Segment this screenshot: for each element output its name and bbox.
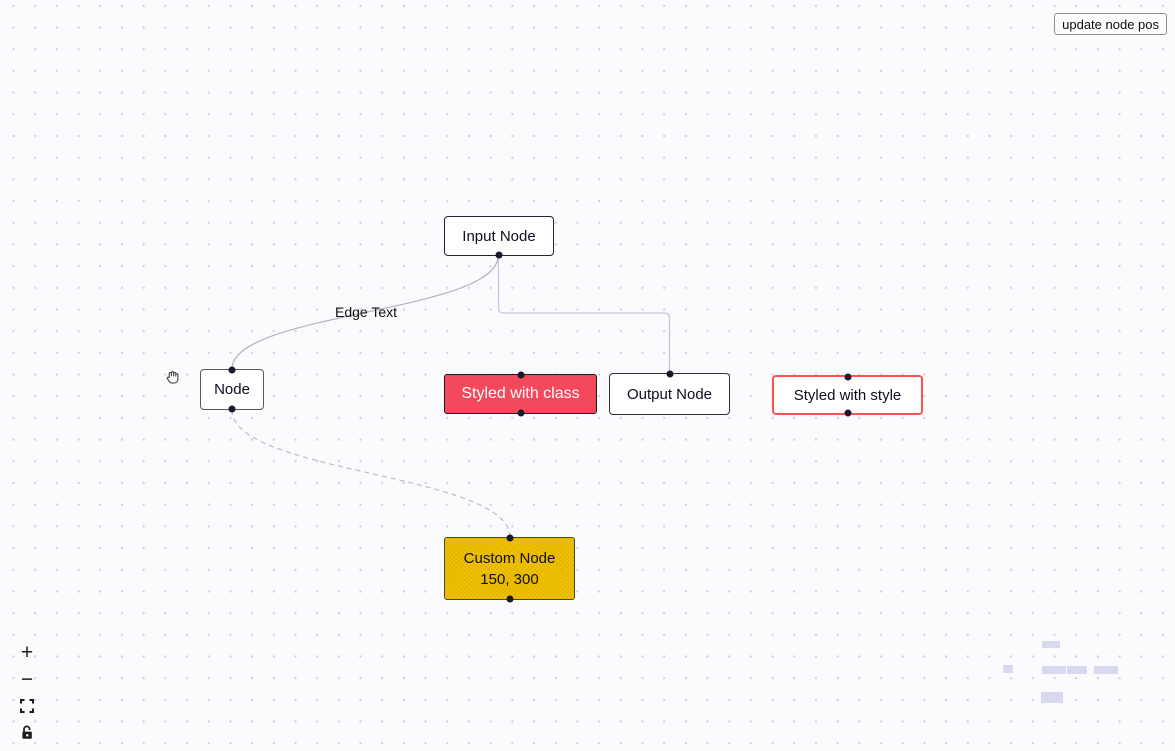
node-default-label: Node <box>214 381 250 398</box>
node-custom[interactable]: Custom Node 150, 300 <box>444 534 575 603</box>
node-output-label: Output Node <box>626 385 713 403</box>
node-input[interactable]: Input Node <box>444 216 554 259</box>
zoom-in-button[interactable]: + <box>17 639 37 666</box>
grab-hand-cursor-icon <box>163 367 183 387</box>
edge-dashed-node-to-custom[interactable] <box>231 409 511 538</box>
handle-target-custom-top[interactable] <box>506 534 513 542</box>
node-styled-with-style[interactable]: Styled with style <box>772 373 923 417</box>
node-styled-class-label: Styled with class <box>461 385 580 402</box>
minimap-node-styled-style <box>1094 666 1118 674</box>
minimap-node-default <box>1003 665 1013 673</box>
handle-target-output-top[interactable] <box>666 370 673 378</box>
minimap-node-custom <box>1041 692 1063 703</box>
node-input-label: Input Node <box>462 227 536 245</box>
handle-source-node-bottom[interactable] <box>228 405 236 413</box>
fit-view-icon <box>20 698 34 713</box>
minimap-node-styled-class <box>1042 666 1066 674</box>
minimap-node-input <box>1042 641 1060 648</box>
handle-source-style-bottom[interactable] <box>844 409 851 417</box>
update-node-pos-button[interactable]: update node pos <box>1054 13 1167 35</box>
edge-bezier-input-to-node[interactable] <box>231 255 499 370</box>
edge-label: Edge Text <box>334 304 398 320</box>
controls-panel: + − <box>17 639 37 746</box>
node-custom-label-line1: Custom Node <box>463 549 556 567</box>
node-output[interactable]: Output Node <box>609 370 730 415</box>
handle-target-style-top[interactable] <box>844 373 851 381</box>
minimap[interactable] <box>975 628 1175 751</box>
lock-icon <box>21 725 34 740</box>
edge-step-input-to-output[interactable] <box>497 256 671 373</box>
handle-target-class-top[interactable] <box>517 371 524 379</box>
lock-button[interactable] <box>17 719 37 746</box>
node-default[interactable]: Node <box>200 366 264 413</box>
handle-source-class-bottom[interactable] <box>517 409 524 417</box>
handle-source-custom-bottom[interactable] <box>506 595 513 603</box>
handle-source-input-bottom[interactable] <box>495 251 503 259</box>
fit-view-button[interactable] <box>17 692 37 719</box>
zoom-out-button[interactable]: − <box>17 666 37 693</box>
node-custom-label-line2: 150, 300 <box>480 570 539 588</box>
node-styled-with-class[interactable]: Styled with class <box>444 371 597 417</box>
minimap-node-output <box>1067 666 1087 674</box>
handle-target-node-top[interactable] <box>228 366 236 374</box>
node-styled-style-label: Styled with style <box>793 386 902 404</box>
